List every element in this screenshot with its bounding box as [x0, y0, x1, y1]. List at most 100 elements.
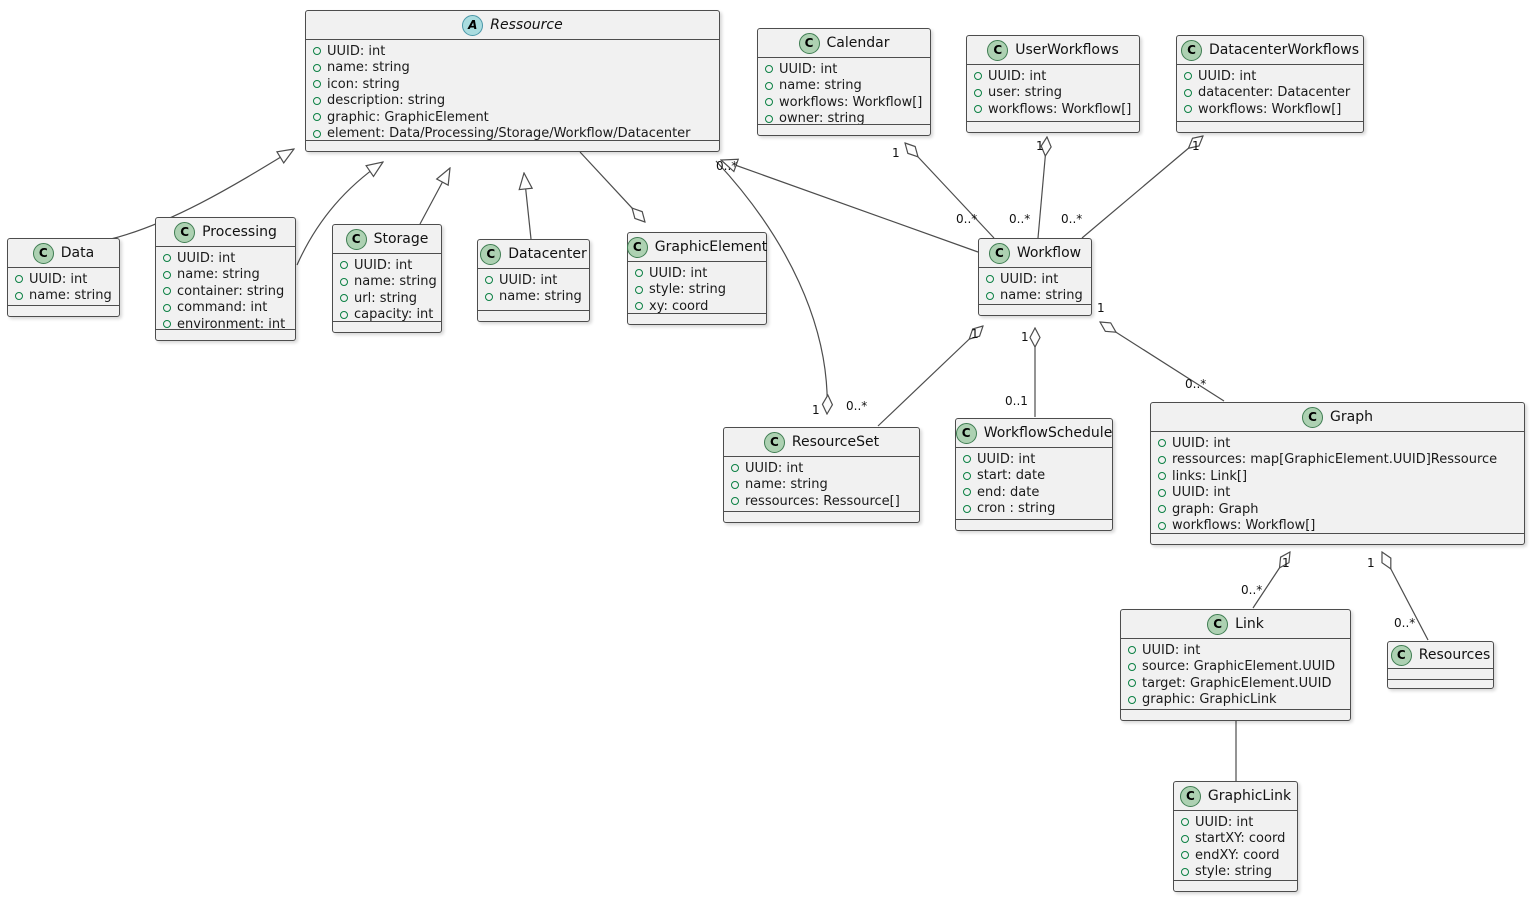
edge-datacenter-extends-ressource: [524, 173, 531, 240]
class-name: DatacenterWorkflows: [1208, 42, 1360, 58]
class-field: capacity: int: [340, 307, 434, 321]
class-icon: C: [626, 236, 648, 258]
edge-workflow-graph: [1100, 322, 1225, 402]
class-field: xy: coord: [635, 298, 759, 313]
field-text: description: string: [327, 93, 446, 109]
field-visibility-icon: [986, 275, 994, 284]
field-text: icon: string: [327, 76, 400, 92]
class-field: name: string: [163, 267, 288, 284]
class-field: environment: int: [163, 316, 288, 329]
field-text: UUID: int: [1198, 68, 1257, 84]
class-field: name: string: [765, 78, 923, 95]
field-text: UUID: int: [1142, 642, 1201, 658]
multiplicity-ressource-end: 0..*: [716, 159, 738, 173]
methods-compartment: [306, 140, 719, 151]
field-text: name: string: [177, 267, 260, 283]
field-text: name: string: [745, 477, 828, 493]
class-icon: C: [1302, 406, 1324, 428]
field-text: capacity: int: [354, 307, 434, 321]
field-visibility-icon: [986, 291, 994, 300]
field-visibility-icon: [1181, 851, 1189, 860]
class-icon: C: [480, 243, 502, 265]
field-visibility-icon: [313, 113, 321, 122]
class-header: A Ressource: [306, 11, 719, 39]
class-field: icon: string: [313, 76, 712, 93]
field-visibility-icon: [1181, 834, 1189, 843]
class-field: container: string: [163, 283, 288, 300]
class-field: UUID: int: [1128, 642, 1343, 659]
methods-compartment: [758, 124, 930, 135]
field-text: name: string: [327, 60, 410, 76]
multiplicity-graph-agg-link: 1: [1282, 556, 1290, 570]
field-visibility-icon: [163, 320, 171, 329]
field-text: UUID: int: [745, 460, 804, 476]
field-text: ressources: map[GraphicElement.UUID]Ress…: [1172, 452, 1498, 468]
class-name: Data: [60, 245, 95, 261]
field-visibility-icon: [163, 254, 171, 263]
field-visibility-icon: [974, 105, 982, 114]
class-field: UUID: int: [1158, 485, 1517, 502]
methods-compartment: [979, 304, 1091, 315]
field-text: UUID: int: [1172, 485, 1231, 501]
field-visibility-icon: [1158, 472, 1166, 481]
multiplicity-workflow-end-calendar: 0..*: [956, 212, 978, 226]
edge-workflow-extends-ressource: [721, 160, 979, 253]
field-visibility-icon: [1128, 679, 1136, 688]
class-field: UUID: int: [731, 460, 912, 477]
class-field: graph: Graph: [1158, 501, 1517, 518]
class-field: UUID: int: [765, 61, 923, 78]
methods-compartment: [478, 310, 589, 321]
field-visibility-icon: [1128, 646, 1136, 655]
field-visibility-icon: [340, 294, 348, 303]
field-visibility-icon: [765, 98, 773, 107]
field-visibility-icon: [485, 276, 493, 285]
field-visibility-icon: [1184, 105, 1192, 114]
methods-compartment: [1177, 121, 1363, 132]
class-icon: C: [345, 228, 367, 250]
class-name: WorkflowSchedule: [983, 425, 1113, 441]
edge-graph-resources: [1382, 552, 1429, 641]
class-resources[interactable]: C Resources: [1387, 641, 1494, 689]
class-field: UUID: int: [963, 451, 1105, 468]
edge-ressource-graphicelement: [579, 151, 645, 222]
class-field: name: string: [731, 477, 912, 494]
field-visibility-icon: [731, 497, 739, 506]
field-visibility-icon: [963, 504, 971, 513]
field-text: endXY: coord: [1195, 847, 1280, 863]
edge-userworkflows-workflow: [1037, 137, 1047, 239]
field-visibility-icon: [313, 47, 321, 56]
field-text: graphic: GraphicLink: [1142, 692, 1277, 708]
class-icon: C: [1207, 613, 1229, 635]
class-field: endXY: coord: [1181, 847, 1290, 864]
methods-compartment: [967, 121, 1139, 132]
field-visibility-icon: [731, 480, 739, 489]
class-field: workflows: Workflow[]: [974, 101, 1132, 118]
field-visibility-icon: [1181, 818, 1189, 827]
field-visibility-icon: [765, 81, 773, 90]
edge-processing-extends-ressource: [296, 162, 383, 266]
class-field: ressources: Ressource[]: [731, 493, 912, 510]
class-field: name: string: [340, 274, 437, 291]
